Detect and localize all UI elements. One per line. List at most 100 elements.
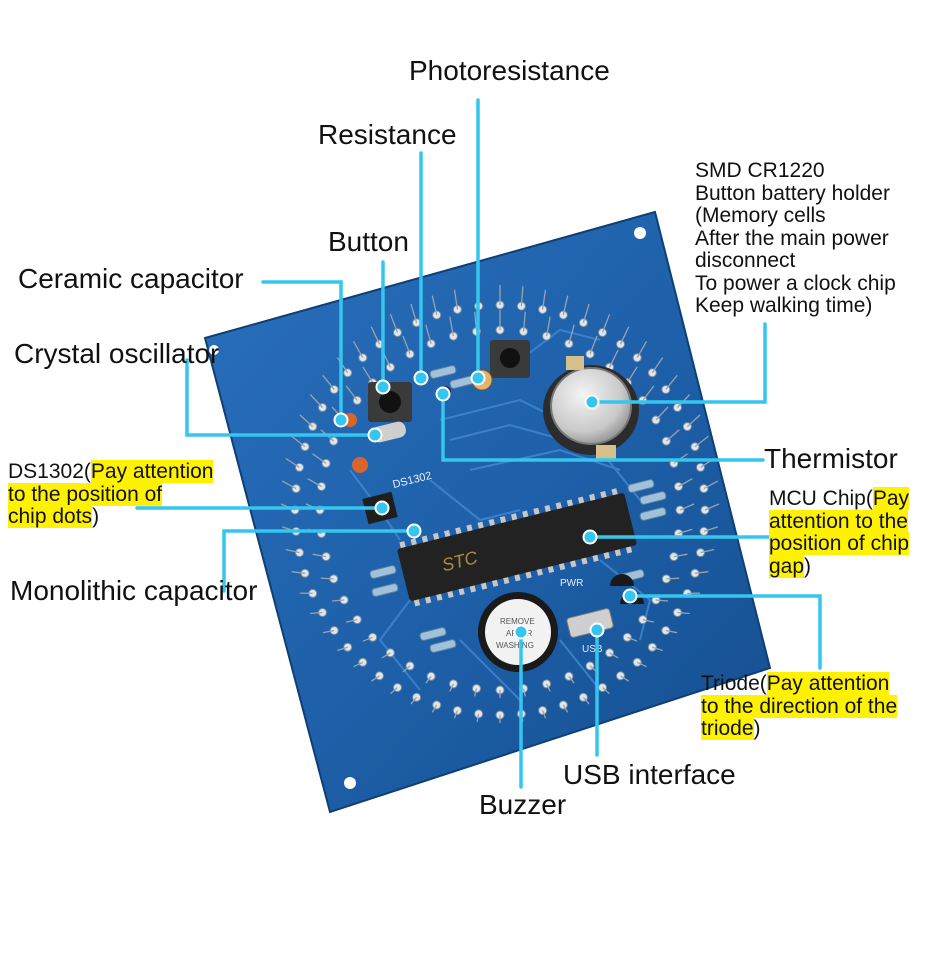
battery-line: (Memory cells bbox=[695, 204, 826, 227]
led-leg bbox=[431, 295, 438, 316]
led-leg bbox=[636, 340, 648, 359]
chip-pin bbox=[503, 577, 510, 585]
led-leg bbox=[310, 611, 323, 615]
mount-hole bbox=[344, 777, 356, 789]
pointer-dot bbox=[333, 412, 349, 428]
led-leg bbox=[425, 675, 432, 684]
led-leg bbox=[609, 349, 619, 368]
led-leg bbox=[345, 385, 358, 401]
pointer-dot bbox=[435, 386, 451, 402]
led-leg bbox=[453, 289, 459, 310]
led-leg bbox=[381, 652, 391, 659]
pointer-dot bbox=[375, 379, 391, 395]
chip-pin bbox=[544, 504, 551, 512]
pointer-line-triode bbox=[628, 594, 822, 670]
label-usb-interface: USB interface bbox=[563, 759, 736, 790]
chip-pin bbox=[488, 518, 495, 526]
pointer-line-monolithic bbox=[222, 529, 416, 593]
led-leg bbox=[665, 374, 678, 390]
led-leg bbox=[703, 480, 719, 490]
led-leg bbox=[568, 675, 575, 684]
chip-pin bbox=[592, 554, 599, 562]
ds1302-close: ) bbox=[92, 505, 100, 528]
led-leg bbox=[642, 385, 655, 401]
led-leg bbox=[453, 710, 459, 719]
led-leg bbox=[299, 414, 314, 428]
led-leg bbox=[666, 577, 680, 580]
pcb-outline bbox=[203, 210, 772, 814]
led-leg bbox=[476, 713, 480, 722]
led-leg bbox=[700, 548, 715, 554]
led-leg bbox=[353, 661, 364, 668]
led-leg bbox=[370, 326, 381, 345]
led-leg bbox=[312, 553, 327, 558]
chip-pin bbox=[525, 571, 532, 579]
chip-pin bbox=[514, 574, 521, 582]
chip-pin bbox=[510, 513, 518, 521]
triode-body bbox=[610, 574, 634, 586]
led-leg bbox=[520, 286, 524, 307]
resistor bbox=[639, 507, 667, 521]
chip-pin bbox=[425, 596, 432, 604]
led-leg bbox=[620, 675, 630, 682]
led-leg bbox=[568, 324, 575, 344]
led-leg bbox=[562, 704, 569, 713]
triode-close: ) bbox=[753, 717, 761, 740]
battery-line: To power a clock chip bbox=[695, 271, 896, 295]
led-leg bbox=[522, 311, 526, 332]
led-leg bbox=[703, 526, 719, 533]
chip-pin bbox=[522, 510, 529, 518]
pointer-dot bbox=[582, 529, 598, 545]
led-leg bbox=[582, 696, 590, 705]
led-leg bbox=[522, 688, 526, 697]
chip-pin bbox=[581, 557, 588, 565]
led-leg bbox=[410, 303, 418, 323]
led-leg bbox=[307, 478, 322, 488]
led-leg bbox=[449, 683, 454, 692]
led-leg bbox=[636, 661, 647, 668]
led-leg bbox=[655, 406, 669, 421]
chip-pin bbox=[466, 524, 473, 532]
battery-line: After the main power bbox=[695, 226, 889, 250]
led-leg bbox=[352, 340, 364, 359]
resistor bbox=[639, 491, 667, 505]
led-leg bbox=[562, 295, 569, 316]
buzzer-sticker-line: WASHING bbox=[496, 641, 534, 650]
led-leg bbox=[291, 435, 306, 448]
pointer-line-crystal bbox=[185, 358, 377, 437]
triode-name: Triode( bbox=[701, 672, 767, 695]
led-leg bbox=[320, 577, 334, 580]
usb-silk-label: USB bbox=[582, 644, 603, 655]
led-leg bbox=[694, 571, 709, 574]
led-leg bbox=[601, 314, 611, 333]
pointer-dot bbox=[470, 370, 486, 386]
label-photoresistance: Photoresistance bbox=[409, 55, 610, 86]
chip-pin bbox=[436, 593, 443, 601]
led-leg bbox=[704, 503, 720, 511]
chip-pin bbox=[421, 535, 428, 543]
led-leg bbox=[686, 414, 701, 428]
pointer-dot bbox=[622, 588, 638, 604]
chip-pin bbox=[566, 499, 574, 507]
ds1302-note: chip dots bbox=[8, 505, 93, 528]
pointer-dot bbox=[589, 622, 605, 638]
triode-note: to the direction of the bbox=[701, 694, 898, 718]
ds1302-note: to the position of bbox=[8, 482, 163, 506]
resistor bbox=[429, 639, 457, 653]
led-leg bbox=[345, 618, 358, 623]
mcu-note: position of chip bbox=[769, 532, 910, 555]
led-leg bbox=[389, 314, 399, 333]
led-leg bbox=[281, 480, 297, 490]
led-leg bbox=[474, 688, 478, 697]
led-leg bbox=[312, 453, 327, 464]
pointer-line-battery bbox=[590, 322, 767, 404]
chip-pin bbox=[480, 582, 488, 590]
led-leg bbox=[285, 548, 300, 554]
led-leg bbox=[402, 335, 411, 355]
led-leg bbox=[362, 636, 373, 642]
triode-note: Pay attention bbox=[766, 672, 890, 695]
pointer-dot bbox=[367, 427, 383, 443]
chip-pin bbox=[577, 496, 585, 504]
chip-pin bbox=[444, 529, 451, 538]
